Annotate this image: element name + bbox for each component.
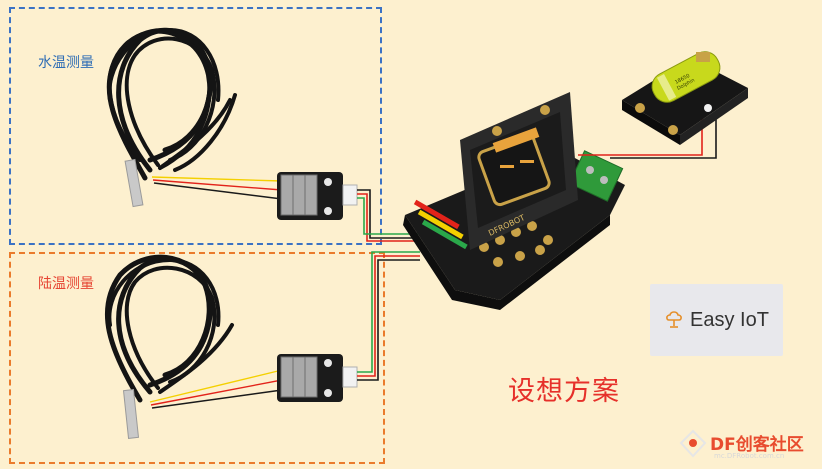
water-temperature-probe — [106, 27, 237, 181]
land-adapter-to-board-wires — [357, 251, 420, 381]
water-adapter-to-board-wires — [357, 189, 420, 242]
land-terminal-adapter — [277, 354, 358, 402]
battery-holder — [622, 51, 748, 145]
plan-title: 设想方案 — [508, 376, 620, 407]
df-watermark-icon — [679, 429, 707, 458]
water-probe-steel-tip — [124, 158, 144, 208]
water-measurement-label: 水温测量 — [38, 55, 94, 71]
easy-iot-text: Easy IoT — [690, 308, 769, 331]
watermark-url: mc.DFRobot.com.cn — [714, 452, 785, 460]
land-measurement-frame — [9, 252, 385, 464]
land-temperature-probe — [104, 254, 234, 403]
water-terminal-adapter — [277, 172, 358, 220]
land-probe-steel-tip — [122, 389, 140, 439]
land-probe-wires — [149, 369, 283, 409]
water-measurement-frame — [9, 7, 382, 245]
easy-iot-cloud-icon — [666, 311, 682, 328]
expansion-board — [403, 92, 625, 310]
watermark-brand: DF创客社区 — [710, 435, 804, 455]
easy-iot-logo: Easy IoT — [650, 284, 783, 356]
water-probe-wires — [151, 176, 283, 200]
land-measurement-label: 陆温测量 — [38, 276, 94, 292]
watermark: DF创客社区 mc.DFRobot.com.cn — [676, 428, 816, 462]
